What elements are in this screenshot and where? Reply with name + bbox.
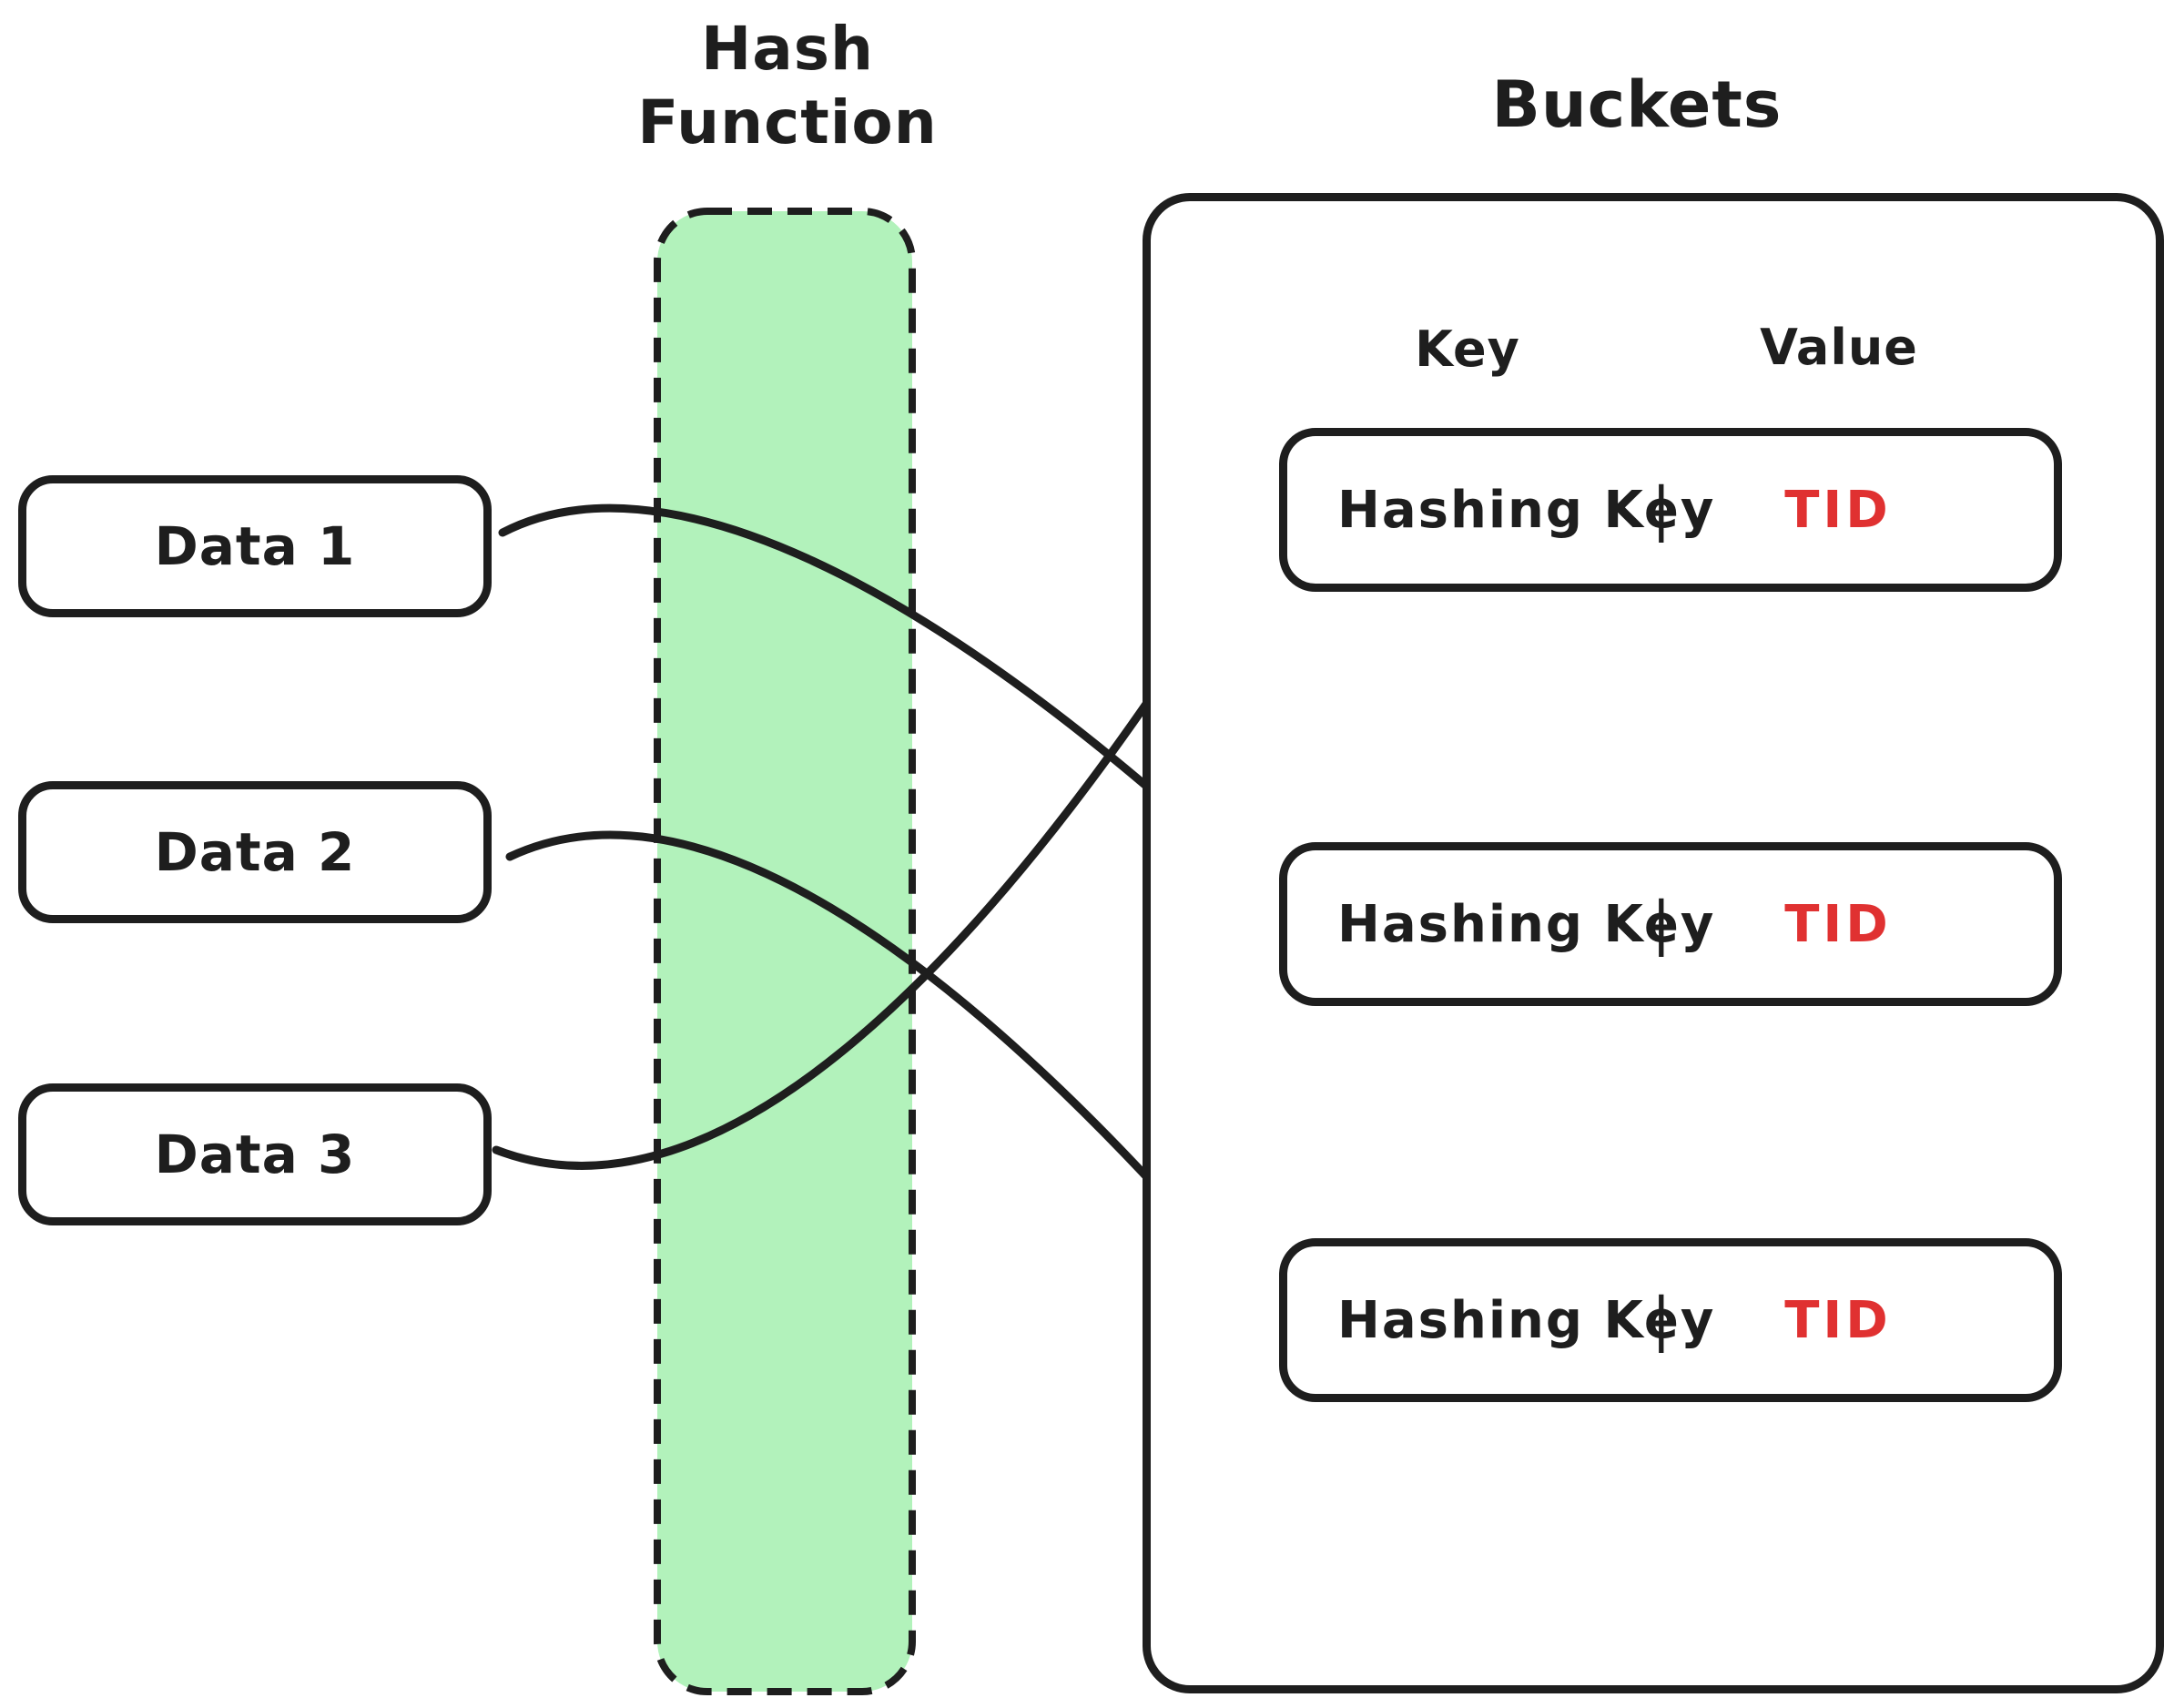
bucket-row-2-divider: | <box>1651 890 1671 958</box>
buckets-title: Buckets <box>1491 67 1783 142</box>
hash-function-band <box>654 208 916 1695</box>
hash-function-title: Hash Function <box>560 13 1015 159</box>
data-node-1: Data 1 <box>18 475 492 617</box>
bucket-row-3: Hashing Key | TID <box>1279 1238 2062 1402</box>
key-column-header: Key <box>1415 320 1520 378</box>
bucket-row-3-divider: | <box>1651 1286 1671 1354</box>
bucket-row-2-key: Hashing Key <box>1337 894 1716 954</box>
bucket-row-3-key: Hashing Key <box>1337 1290 1716 1350</box>
data-node-1-label: Data 1 <box>154 515 356 577</box>
data-node-2-label: Data 2 <box>154 821 356 883</box>
data-node-2: Data 2 <box>18 781 492 923</box>
data-node-3: Data 3 <box>18 1083 492 1225</box>
hash-function-title-line1: Hash <box>700 14 875 84</box>
bucket-row-1-divider: | <box>1651 476 1671 544</box>
value-column-header: Value <box>1760 319 1918 376</box>
bucket-row-1-key: Hashing Key <box>1337 480 1716 540</box>
hash-function-title-line2: Function <box>637 86 938 158</box>
bucket-row-2: Hashing Key | TID <box>1279 842 2062 1006</box>
bucket-row-3-value: TID <box>1784 1290 1892 1350</box>
bucket-row-1: Hashing Key | TID <box>1279 428 2062 592</box>
data-node-3-label: Data 3 <box>154 1123 356 1185</box>
bucket-row-1-value: TID <box>1784 480 1892 540</box>
bucket-row-2-value: TID <box>1784 894 1892 954</box>
